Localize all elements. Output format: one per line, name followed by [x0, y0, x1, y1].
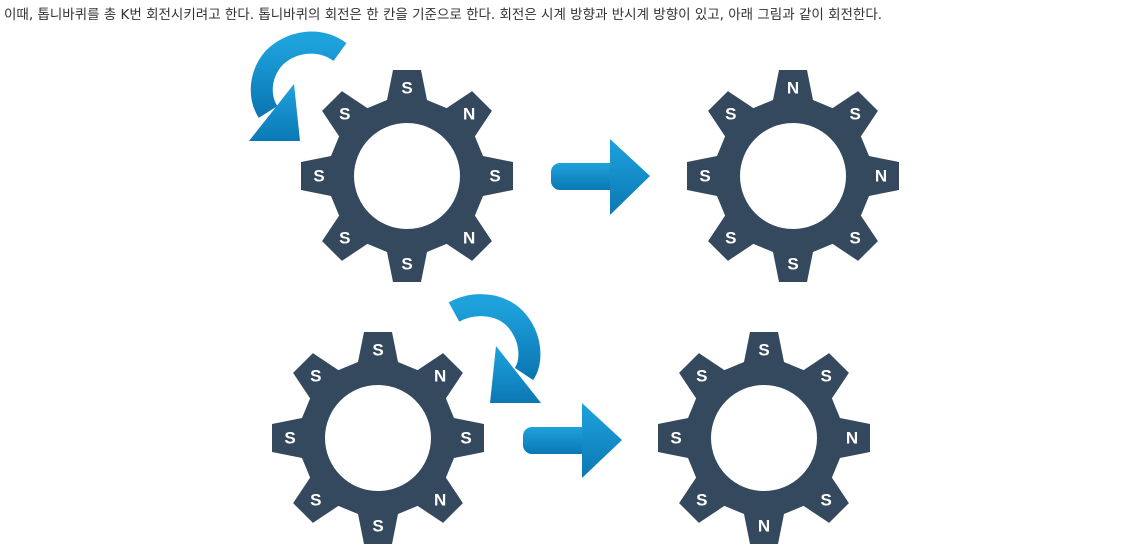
result-arrow-icon: [523, 403, 622, 478]
gear-tooth-pole-label: S: [850, 229, 861, 248]
gear-hole: [354, 123, 460, 229]
gear-tooth-pole-label: S: [670, 429, 681, 448]
gear-before-2: S N S N S S S S: [272, 332, 484, 544]
gear-hole: [711, 385, 817, 491]
gear-tooth-pole-label: S: [821, 366, 832, 385]
gear-after-2: S S N S N S S S: [658, 332, 870, 544]
counterclockwise-rotation-icon: [249, 31, 347, 141]
gear-tooth-pole-label: S: [821, 491, 832, 510]
gear-tooth-pole-label: S: [758, 341, 769, 360]
gear-tooth-pole-label: N: [434, 366, 446, 385]
gear-tooth-pole-label: S: [489, 167, 500, 186]
gear-tooth-pole-label: S: [460, 429, 471, 448]
result-arrow-icon: [551, 139, 650, 215]
gear-tooth-pole-label: S: [401, 79, 412, 98]
gear-tooth-pole-label: N: [463, 229, 475, 248]
gear-tooth-pole-label: S: [787, 255, 798, 274]
gear-tooth-pole-label: N: [787, 79, 799, 98]
clockwise-rotation-icon: [448, 294, 541, 403]
gear-tooth-pole-label: S: [372, 341, 383, 360]
gear-tooth-pole-label: S: [725, 104, 736, 123]
gear-tooth-pole-label: N: [846, 429, 858, 448]
gear-tooth-pole-label: S: [696, 366, 707, 385]
gear-tooth-pole-label: S: [339, 104, 350, 123]
gear-tooth-pole-label: S: [313, 167, 324, 186]
gear-tooth-pole-label: S: [696, 491, 707, 510]
gear-tooth-pole-label: S: [310, 366, 321, 385]
gear-tooth-pole-label: N: [758, 517, 770, 536]
gear-after-1: N S N S S S S S: [687, 70, 899, 282]
gear-tooth-pole-label: N: [434, 491, 446, 510]
gear-tooth-pole-label: S: [339, 229, 350, 248]
gear-tooth-pole-label: S: [310, 491, 321, 510]
problem-caption: 이때, 톱니바퀴를 총 K번 회전시키려고 한다. 톱니바퀴의 회전은 한 칸을…: [4, 7, 883, 23]
gear-tooth-pole-label: N: [463, 104, 475, 123]
gear-tooth-pole-label: S: [372, 517, 383, 536]
gear-tooth-pole-label: S: [284, 429, 295, 448]
gear-tooth-pole-label: S: [401, 255, 412, 274]
gear-tooth-pole-label: S: [699, 167, 710, 186]
gear-tooth-pole-label: N: [875, 167, 887, 186]
gear-hole: [740, 123, 846, 229]
gear-before-1: S N S N S S S S: [301, 70, 513, 282]
gear-tooth-pole-label: S: [725, 229, 736, 248]
gear-hole: [325, 385, 431, 491]
gear-tooth-pole-label: S: [850, 104, 861, 123]
